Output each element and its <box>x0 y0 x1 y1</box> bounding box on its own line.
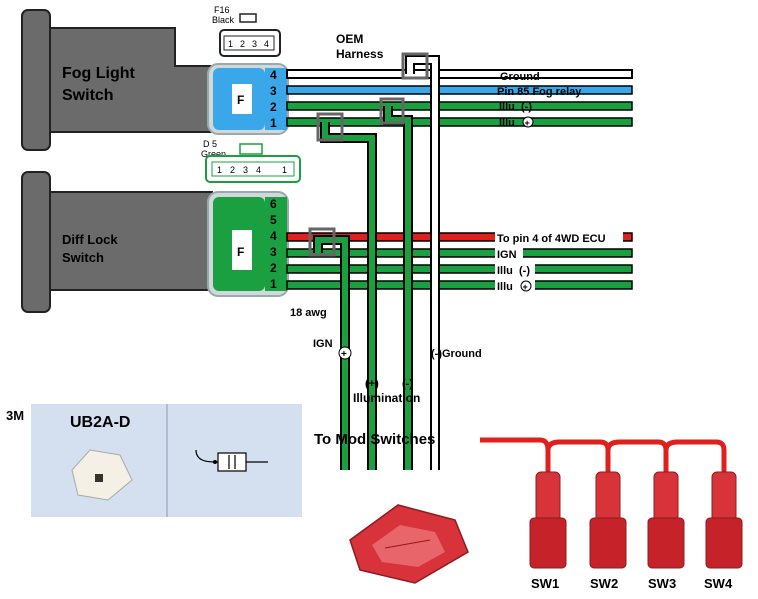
connector-f16-cell-1: 1 <box>228 39 233 49</box>
splice-symbol-icon <box>195 449 268 472</box>
fog-pin-4: 4 <box>270 68 277 82</box>
diff-pin-6: 6 <box>270 197 277 211</box>
diff-pin-5: 5 <box>270 213 277 227</box>
sw3-terminal <box>647 471 685 569</box>
red-splice-connector <box>349 504 469 584</box>
sw2-label: SW2 <box>590 576 618 591</box>
product-model: UB2A-D <box>70 414 130 431</box>
connector-f16-cell-3: 3 <box>252 39 257 49</box>
connector-f16-cell-2: 2 <box>240 39 245 49</box>
wire-label-ign: IGN <box>497 249 517 261</box>
diff-wires: To pin 4 of 4WD ECU IGN Illu (-) Illu + <box>286 232 633 293</box>
product-brand: 3M <box>6 408 24 423</box>
sw4-label: SW4 <box>704 576 733 591</box>
fog-pin-1: 1 <box>270 116 277 130</box>
fog-switch-title-line2: Switch <box>62 87 114 104</box>
illumination-neg-label: (-) <box>402 378 413 390</box>
fog-pin-3: 3 <box>270 84 277 98</box>
wire-label-ecu: To pin 4 of 4WD ECU <box>497 233 606 245</box>
fog-wires: Ground Pin 85 Fog relay Illu (-) Illu + <box>286 69 633 129</box>
connector-d5-cell-1: 1 <box>217 165 222 175</box>
connector-d5-name: D 5 <box>203 139 217 149</box>
connector-d5-cell-3: 3 <box>243 165 248 175</box>
connector-d5-cell-4: 4 <box>256 165 261 175</box>
wire-label-illu-neg-sign: (-) <box>521 101 532 113</box>
wire-label-diff-illu-neg-sign: (-) <box>519 265 530 277</box>
wire-label-illu-neg: Illu <box>499 101 515 113</box>
harness-label-line1: OEM <box>336 32 363 46</box>
connector-d5: D 5 Green 1 2 3 4 1 <box>201 139 301 183</box>
diff-switch-title-line1: Diff Lock <box>62 232 118 247</box>
connector-d5-color: Green <box>201 149 226 159</box>
sw4-terminal <box>705 471 743 569</box>
diff-pin-4: 4 <box>270 229 277 243</box>
fog-pin-2: 2 <box>270 100 277 114</box>
diff-pin-2: 2 <box>270 261 277 275</box>
product-box: 3M UB2A-D <box>6 404 302 517</box>
wire-label-diff-illu-neg: Illu <box>497 265 513 277</box>
ign-drop-label: IGN <box>313 338 333 350</box>
connector-block-icon <box>71 449 133 501</box>
harness-label-line2: Harness <box>336 47 384 61</box>
wire-label-illu-pos: Illu <box>499 117 515 129</box>
connector-f16-cell-4: 4 <box>264 39 269 49</box>
diff-pin-1: 1 <box>270 277 277 291</box>
ign-plus-icon: + <box>341 349 347 360</box>
drop-wires <box>308 52 440 470</box>
diff-switch-title-line2: Switch <box>62 250 104 265</box>
awg-label: 18 awg <box>290 307 327 319</box>
wire-label-pin85: Pin 85 Fog relay <box>497 86 582 98</box>
connector-d5-cell-6: 1 <box>282 165 287 175</box>
fog-plate-letter: F <box>237 93 244 107</box>
wire-label-diff-illu-pos: Illu <box>497 281 513 293</box>
sw1-label: SW1 <box>531 576 559 591</box>
sw3-label: SW3 <box>648 576 676 591</box>
diff-plate-letter: F <box>237 245 244 259</box>
plus-icon-2: + <box>523 282 528 292</box>
diff-lock-switch: Diff Lock Switch F 6 5 4 3 2 1 <box>21 171 289 313</box>
connector-d5-cell-2: 2 <box>230 165 235 175</box>
mod-switch-harness: SW1 SW2 SW3 SW4 <box>480 437 743 591</box>
illumination-pos-label: (+) <box>365 378 379 390</box>
connector-f16: F16 Black 1 2 3 4 <box>212 5 281 57</box>
connector-f16-color: Black <box>212 15 235 25</box>
sw1-terminal <box>529 471 567 569</box>
ground-drop-label: (-)Ground <box>431 348 482 360</box>
fog-switch-title-line1: Fog Light <box>62 65 136 82</box>
fog-light-switch: Fog Light Switch F 4 3 2 1 <box>21 9 289 151</box>
connector-f16-name: F16 <box>214 5 230 15</box>
wire-label-ground: Ground <box>500 71 540 83</box>
to-mod-switches-label: To Mod Switches <box>314 431 435 448</box>
plus-icon: + <box>525 118 530 128</box>
illumination-label: Illumination <box>353 391 420 405</box>
diff-pin-3: 3 <box>270 245 277 259</box>
sw2-terminal <box>589 471 627 569</box>
